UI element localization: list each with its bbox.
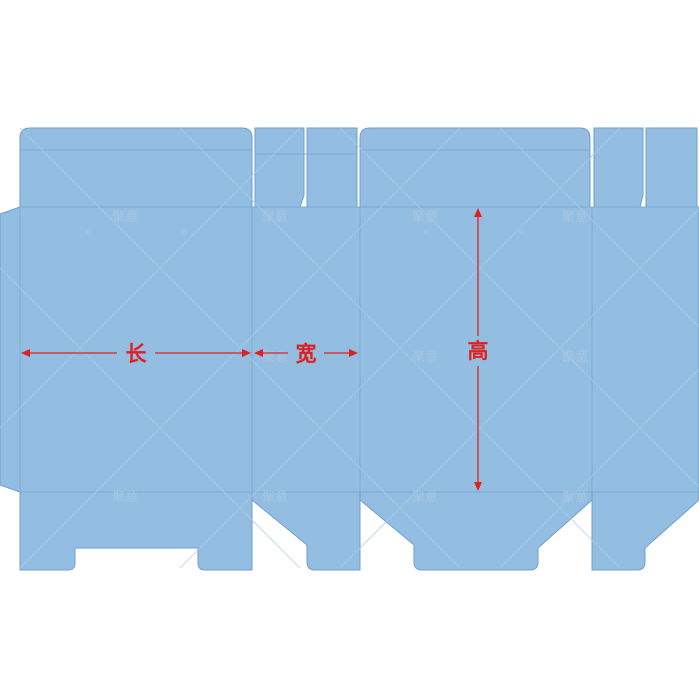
watermark-text: 聚意 xyxy=(112,209,138,225)
height-dimension: 高 xyxy=(462,208,494,491)
hole-marker xyxy=(423,229,429,235)
top-closure-panel-1 xyxy=(19,149,253,208)
length-dimension: 长 xyxy=(21,340,251,368)
hole-marker xyxy=(181,229,187,235)
bottom-flap-4 xyxy=(591,491,699,571)
bottom-flap-3 xyxy=(359,491,593,571)
top-closure-panel-2 xyxy=(359,149,591,208)
length-label: 长 xyxy=(126,342,148,366)
hole-marker xyxy=(86,229,92,235)
watermark-text: 聚意 xyxy=(112,489,138,505)
watermark-pattern xyxy=(0,128,699,569)
top-tuck-flap-2 xyxy=(359,127,591,151)
watermark-text: 聚意 xyxy=(562,209,588,225)
watermark-text: 聚意 xyxy=(262,349,288,365)
top-tuck-flap-1 xyxy=(19,127,253,151)
side-panel-2 xyxy=(591,206,699,493)
top-dust-flap-1a xyxy=(254,127,305,208)
fold-lines xyxy=(19,149,699,493)
watermark-text: 聚意 xyxy=(412,489,438,505)
bottom-flap-1 xyxy=(19,491,253,571)
width-label: 宽 xyxy=(296,342,317,366)
top-dust-flap-1b xyxy=(306,127,358,208)
watermark-text: 聚意 xyxy=(562,349,588,365)
watermark-text: 聚意 xyxy=(412,209,438,225)
watermark-text: 聚意 xyxy=(562,489,588,505)
top-dust-flap-2a xyxy=(593,127,644,208)
height-label: 高 xyxy=(468,339,489,363)
width-dimension: 宽 xyxy=(254,340,358,368)
watermark-text: 聚意 xyxy=(262,209,288,225)
watermark-text: 聚意 xyxy=(262,489,288,505)
hole-marker xyxy=(519,229,525,235)
bottom-flap-2 xyxy=(251,491,361,571)
glue-flap xyxy=(0,206,21,493)
watermark-text: 聚意 xyxy=(412,349,438,365)
top-dust-flap-2b xyxy=(645,127,698,208)
